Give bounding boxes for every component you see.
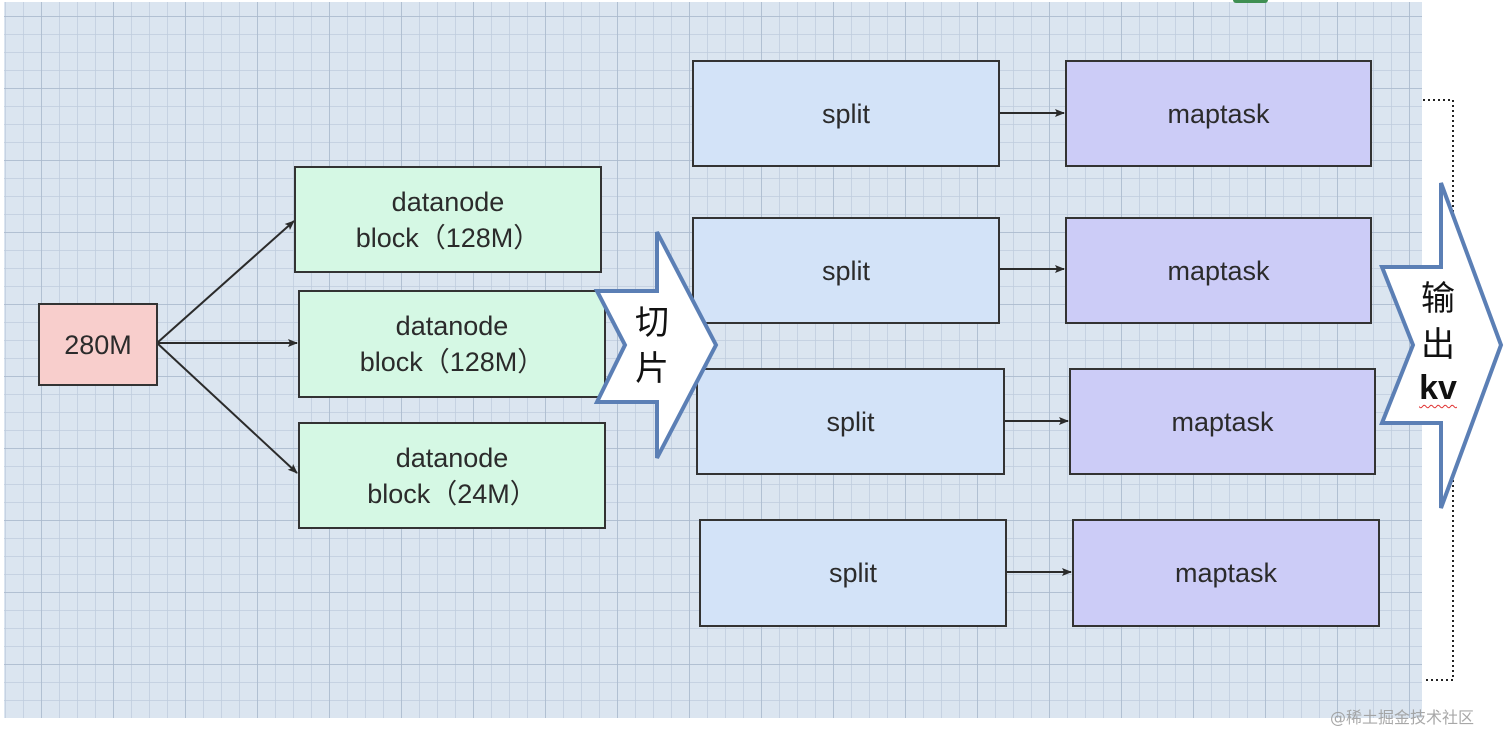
datanode-block-2[interactable]: datanode block（128M） bbox=[298, 290, 606, 398]
slice-char-1: 切 bbox=[635, 303, 669, 343]
split-label: split bbox=[821, 98, 870, 129]
split-label: split bbox=[828, 558, 877, 588]
datanode-block-1[interactable]: datanode block（128M） bbox=[294, 166, 602, 273]
top-tab-indicator bbox=[1233, 0, 1268, 3]
slice-arrow-shape[interactable] bbox=[593, 231, 719, 459]
split-1[interactable]: split bbox=[692, 60, 1000, 167]
split-label: split bbox=[821, 255, 870, 286]
split-label: split bbox=[826, 406, 875, 437]
maptask-3[interactable]: maptask bbox=[1069, 368, 1376, 475]
maptask-label: maptask bbox=[1167, 255, 1270, 286]
output-arrow-label: 输 出 kv bbox=[1416, 276, 1460, 408]
slice-arrow-label: 切 片 bbox=[632, 300, 672, 392]
watermark: @稀土掘金技术社区 bbox=[1330, 708, 1475, 727]
output-kv-text: kv bbox=[1419, 369, 1457, 407]
source-file-label: 280M bbox=[64, 329, 132, 360]
maptask-4[interactable]: maptask bbox=[1072, 519, 1380, 627]
split-3[interactable]: split bbox=[696, 368, 1005, 475]
maptask-label: maptask bbox=[1171, 406, 1274, 437]
maptask-label: maptask bbox=[1174, 558, 1278, 588]
maptask-2[interactable]: maptask bbox=[1065, 217, 1372, 324]
block-size: block（128M） bbox=[355, 222, 541, 253]
output-char-2: 出 bbox=[1421, 325, 1455, 365]
output-arrow-shape[interactable] bbox=[1379, 182, 1504, 509]
datanode-block-3[interactable]: datanode block（24M） bbox=[298, 422, 606, 529]
datanode-title: datanode bbox=[395, 311, 509, 341]
block-size: block（128M） bbox=[359, 347, 545, 377]
block-size: block（24M） bbox=[367, 478, 537, 509]
datanode-title: datanode bbox=[395, 442, 509, 473]
datanode-title: datanode bbox=[391, 186, 505, 217]
output-char-1: 输 bbox=[1421, 279, 1455, 319]
source-file-node[interactable]: 280M bbox=[38, 303, 158, 386]
split-2[interactable]: split bbox=[692, 217, 1000, 324]
edge-source-datanode-3 bbox=[156, 342, 298, 474]
split-4[interactable]: split bbox=[699, 519, 1007, 627]
slice-char-2: 片 bbox=[635, 349, 669, 389]
edge-source-datanode-1 bbox=[156, 220, 295, 344]
maptask-label: maptask bbox=[1167, 98, 1270, 129]
maptask-1[interactable]: maptask bbox=[1065, 60, 1372, 167]
